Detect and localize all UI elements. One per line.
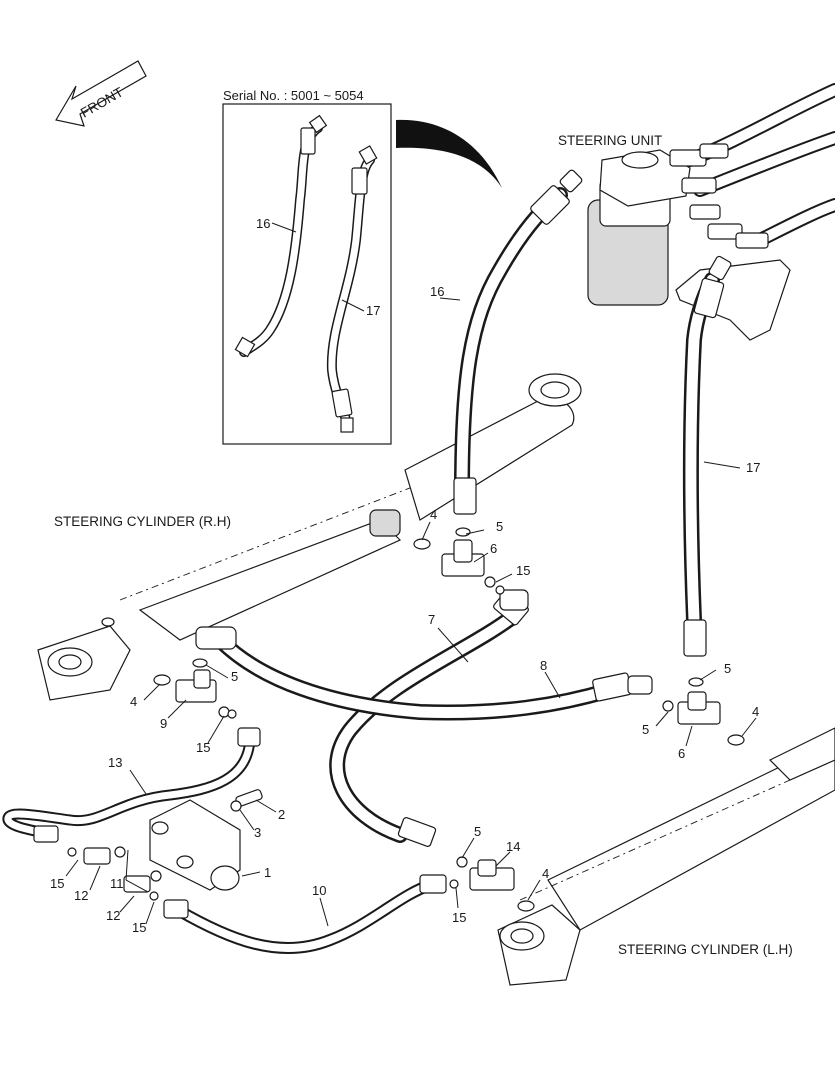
- inset-hose-17: [326, 145, 378, 433]
- front-arrow-icon: [55, 60, 147, 127]
- tee-fitting-6-upper: [413, 527, 496, 588]
- callout-15-a: 15: [516, 563, 530, 578]
- steering-unit: [587, 83, 835, 341]
- callout-5-d: 5: [642, 722, 649, 737]
- hose-10: [163, 874, 447, 954]
- inset-hose-16: [234, 114, 328, 358]
- inset-label-16: 16: [256, 216, 270, 231]
- callout-5-a: 5: [496, 519, 503, 534]
- callout-12-a: 12: [74, 888, 88, 903]
- steering-cylinder-lh: [497, 727, 835, 986]
- callout-17: 17: [746, 460, 760, 475]
- leader-lines: [65, 297, 757, 927]
- inset-frame: [222, 103, 392, 445]
- tee-fitting-9: [153, 658, 230, 718]
- callout-10: 10: [312, 883, 326, 898]
- cylinder-lh-label: STEERING CYLINDER (L.H): [618, 942, 793, 957]
- cylinder-rh-label: STEERING CYLINDER (R.H): [54, 514, 231, 529]
- callout-15-b: 15: [196, 740, 210, 755]
- callout-15-c: 15: [50, 876, 64, 891]
- callout-4-c: 4: [752, 704, 759, 719]
- callout-14: 14: [506, 839, 520, 854]
- part-callouts: 1 2 3 4 4 4 4 5 5 5 5 5 6 6 7 8 9 10 11 …: [50, 284, 760, 935]
- callout-4-d: 4: [542, 866, 549, 881]
- callout-3: 3: [254, 825, 261, 840]
- callout-7: 7: [428, 612, 435, 627]
- callout-4-b: 4: [130, 694, 137, 709]
- callout-6-a: 6: [490, 541, 497, 556]
- callout-5-b: 5: [231, 669, 238, 684]
- inset-leader-16: [271, 222, 297, 233]
- callout-13: 13: [108, 755, 122, 770]
- callout-5-c: 5: [724, 661, 731, 676]
- inset-leader-17: [341, 299, 365, 312]
- hose-16: [453, 169, 583, 515]
- inset-pointer-arrow-icon: [396, 119, 502, 188]
- valve-block: [149, 789, 263, 891]
- callout-11: 11: [110, 876, 124, 891]
- callout-4-a: 4: [430, 507, 437, 522]
- elbow-fittings: [67, 585, 505, 901]
- tee-fitting-6-lower: [662, 677, 745, 746]
- inset-label-17: 17: [366, 303, 380, 318]
- serial-number-label: Serial No. : 5001 ~ 5054: [223, 88, 364, 103]
- hose-8: [195, 626, 653, 721]
- hose-17: [683, 255, 732, 657]
- callout-1: 1: [264, 865, 271, 880]
- steering-unit-label: STEERING UNIT: [558, 133, 662, 148]
- steering-cylinder-rh: [37, 373, 582, 701]
- callout-6-b: 6: [678, 746, 685, 761]
- hose-13: [2, 727, 261, 843]
- tee-fitting-14: [449, 856, 535, 912]
- callout-12-b: 12: [106, 908, 120, 923]
- callout-8: 8: [540, 658, 547, 673]
- hose-7: [329, 589, 529, 847]
- callout-15-d: 15: [132, 920, 146, 935]
- callout-2: 2: [278, 807, 285, 822]
- callout-9: 9: [160, 716, 167, 731]
- callout-15-e: 15: [452, 910, 466, 925]
- callout-16: 16: [430, 284, 444, 299]
- callout-5-e: 5: [474, 824, 481, 839]
